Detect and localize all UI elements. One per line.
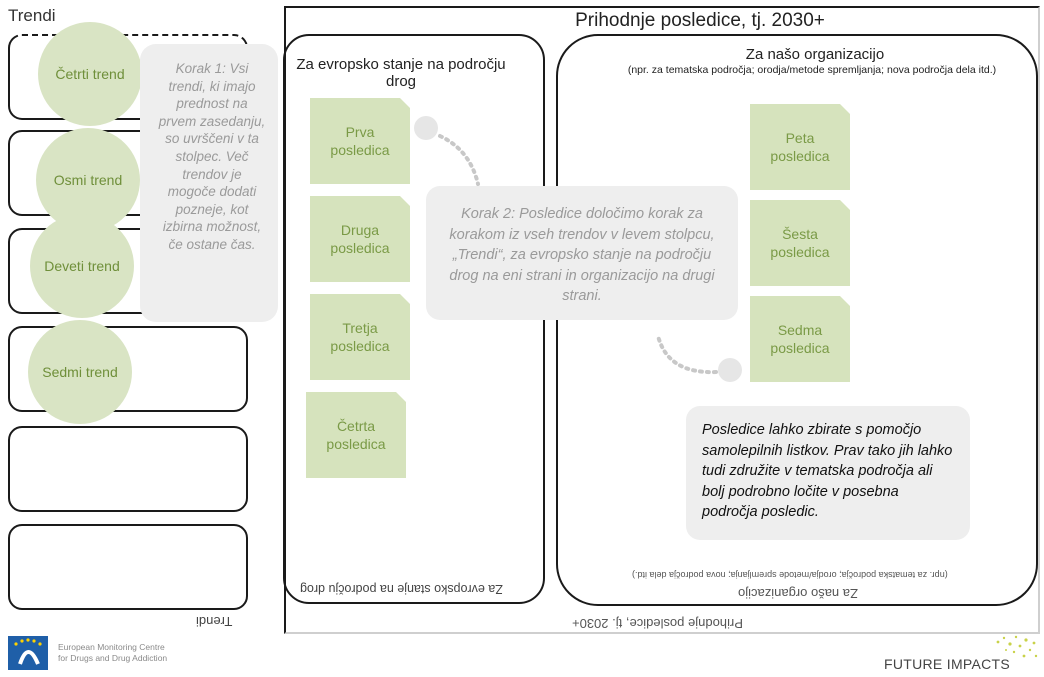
future-panel-bottom-label: Prihodnje posledice, tj. 2030+ (572, 616, 743, 631)
trend-label: Deveti trend (44, 258, 120, 274)
trend-circle-2[interactable]: Osmi trend (36, 128, 140, 232)
note-label: Tretja posledica (330, 320, 390, 354)
step1-callout: Korak 1: Vsi trendi, ki imajo prednost n… (140, 44, 278, 322)
sticky-note-consequence-1[interactable]: Prva posledica (310, 98, 410, 184)
sticky-note-consequence-5[interactable]: Peta posledica (750, 104, 850, 190)
emcdda-line-2: for Drugs and Drug Addiction (58, 653, 168, 663)
trend-slot-5 (8, 426, 248, 512)
emcdda-logo (8, 636, 48, 670)
future-impacts-logo-text: FUTURE IMPACTS (884, 656, 1011, 672)
sticky-note-consequence-4[interactable]: Četrta posledica (306, 392, 406, 478)
note-label: Šesta posledica (770, 226, 830, 260)
step2-callout: Korak 2: Posledice določimo korak za kor… (426, 186, 738, 320)
future-impacts-sparkle-icon (996, 635, 1038, 658)
sticky-note-consequence-6[interactable]: Šesta posledica (750, 200, 850, 286)
europe-column-bottom-label: Za evropsko stanje na področju drog (300, 582, 503, 596)
sticky-note-consequence-2[interactable]: Druga posledica (310, 196, 410, 282)
trend-circle-1[interactable]: Četrti trend (38, 22, 142, 126)
trend-label: Četrti trend (55, 66, 125, 82)
step2-text: Korak 2: Posledice določimo korak za kor… (449, 206, 715, 304)
trend-circle-4[interactable]: Sedmi trend (28, 320, 132, 424)
step2-connector (414, 116, 742, 382)
trend-slot-6 (8, 524, 248, 610)
trends-title: Trendi (8, 6, 56, 25)
europe-column-title: Za evropsko stanje na področju drog (296, 56, 506, 90)
note-label: Druga posledica (330, 222, 390, 256)
note-label: Četrta posledica (326, 418, 386, 452)
connector-path-top (438, 134, 480, 186)
org-column-subtitle: (npr. za tematska področja; orodja/metod… (627, 64, 997, 76)
trend-circle-3[interactable]: Deveti trend (30, 214, 134, 318)
org-column-bottom-subtitle: (npr. za tematska področja; orodja/metod… (632, 570, 948, 580)
note-label: Sedma posledica (770, 322, 830, 356)
sticky-note-consequence-3[interactable]: Tretja posledica (310, 294, 410, 380)
note-label: Prva posledica (330, 124, 390, 158)
emcdda-name: European Monitoring Centre for Drugs and… (58, 642, 167, 664)
future-panel-title: Prihodnje posledice, tj. 2030+ (575, 10, 825, 31)
trend-label: Sedmi trend (42, 364, 118, 380)
trend-label: Osmi trend (53, 172, 123, 188)
org-column-title: Za našo organizacijo (745, 46, 885, 63)
emcdda-logo-icon (14, 638, 42, 665)
note-label: Peta posledica (770, 130, 830, 164)
emcdda-line-1: European Monitoring Centre (58, 642, 165, 652)
org-column-frame (556, 34, 1038, 606)
connector-path-bottom (656, 334, 718, 375)
step1-text: Korak 1: Vsi trendi, ki imajo prednost n… (158, 61, 266, 252)
org-column-bottom-title: Za našo organizacijo (738, 586, 858, 601)
trend-slot-4 (8, 326, 248, 412)
tip-text: Posledice lahko zbirate s pomočjo samole… (702, 422, 953, 520)
connector-dot-bottom (718, 358, 742, 382)
future-panel-frame (284, 6, 1040, 634)
tip-callout: Posledice lahko zbirate s pomočjo samole… (686, 406, 970, 540)
connector-dot-top (414, 116, 438, 140)
sticky-note-consequence-7[interactable]: Sedma posledica (750, 296, 850, 382)
trends-bottom-label: Trendi (196, 614, 233, 629)
